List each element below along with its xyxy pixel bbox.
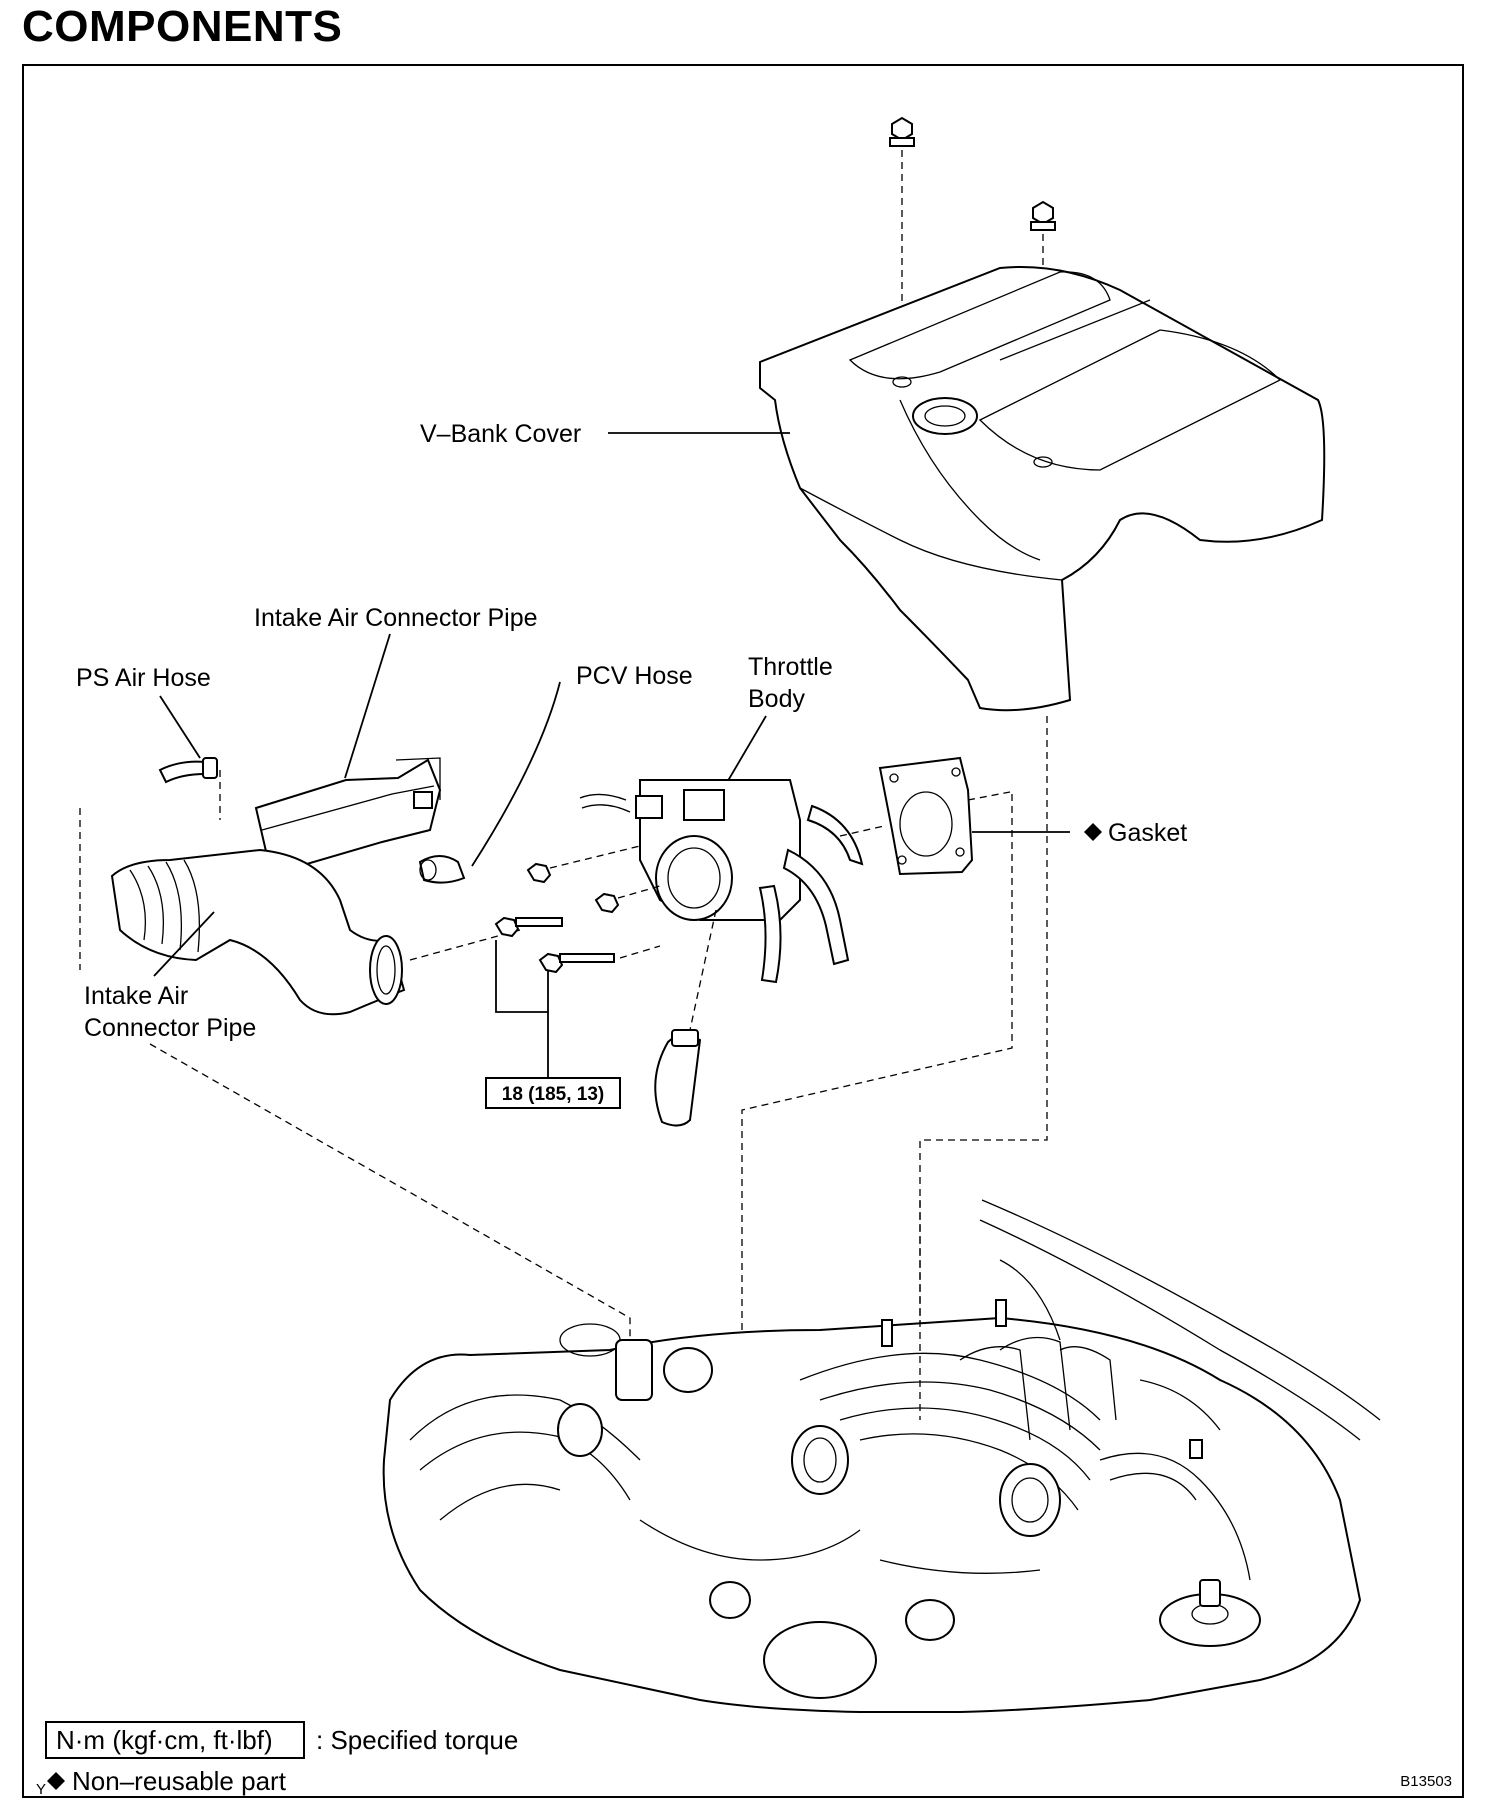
gasket-label: Gasket — [1108, 819, 1187, 847]
intake-air-connector-pipe-label-line1: Intake Air — [84, 982, 188, 1010]
diagram-frame — [22, 64, 1464, 1798]
pcv-hose-leader — [471, 681, 561, 867]
gasket-guide-out — [967, 791, 1011, 801]
throttle-body — [579, 779, 864, 984]
intake-air-resonator — [254, 757, 442, 868]
legend-non-reusable-desc: Non–reusable part — [72, 1766, 287, 1796]
legend-torque-desc: : Specified torque — [316, 1725, 518, 1755]
ps-air-hose-leader — [159, 695, 201, 759]
fender-curve — [999, 1259, 1061, 1341]
pcv-hose-lower — [654, 1029, 702, 1127]
figure-code: B13503 — [1400, 1773, 1452, 1790]
intake-air-connector-pipe-bellows — [110, 848, 406, 1016]
ps-air-hose-label: PS Air Hose — [76, 664, 211, 692]
throttle-nut-middle — [594, 892, 620, 914]
pcv-hose-label: PCV Hose — [576, 662, 693, 690]
v-bank-cover-label: V–Bank Cover — [420, 420, 581, 448]
intake-pipe-lower-leader — [153, 911, 215, 977]
diamond-icon — [47, 1772, 65, 1790]
engine-assembly — [382, 1299, 1362, 1713]
legend-marker-prefix: Y — [36, 1781, 46, 1798]
cover-nut-left — [889, 116, 915, 147]
throttle-body-label-line1: Throttle — [748, 653, 833, 681]
throttle-body-label-line2: Body — [748, 685, 805, 713]
throttle-nut-upper — [526, 862, 552, 884]
page-title: COMPONENTS — [22, 2, 343, 51]
fender-edge-inner — [979, 1219, 1361, 1441]
torque-bracket — [495, 940, 549, 1078]
torque-spec-value: 18 (185, 13) — [502, 1084, 604, 1105]
diamond-icon — [1084, 823, 1102, 841]
throttle-bolt-upper — [494, 916, 563, 938]
bolt-guide-lower — [619, 945, 661, 959]
legend-torque-box — [45, 1721, 305, 1759]
v-bank-cover — [759, 265, 1326, 712]
intake-pipe-top-leader — [344, 633, 391, 779]
cover-nut-right — [1030, 200, 1056, 231]
throttle-guide-line — [741, 794, 1013, 1330]
gasket-guide-in — [839, 825, 885, 837]
nut-guide-middle — [617, 885, 661, 899]
intake-air-connector-pipe-label-line2: Connector Pipe — [84, 1014, 256, 1042]
intake-air-connector-pipe-top-label: Intake Air Connector Pipe — [254, 604, 538, 632]
pcv-lower-guide — [689, 909, 717, 1031]
cover-guide-line — [919, 716, 1048, 1420]
fender-edge — [981, 1199, 1381, 1421]
legend-torque-units: N·m (kgf·cm, ft·lbf) — [56, 1725, 273, 1755]
torque-spec-box — [485, 1077, 621, 1109]
throttle-bolt-lower — [538, 952, 615, 974]
ps-air-hose — [158, 757, 218, 784]
nut-guide-upper — [549, 845, 641, 869]
gasket — [878, 756, 974, 876]
pcv-hose — [418, 855, 466, 884]
